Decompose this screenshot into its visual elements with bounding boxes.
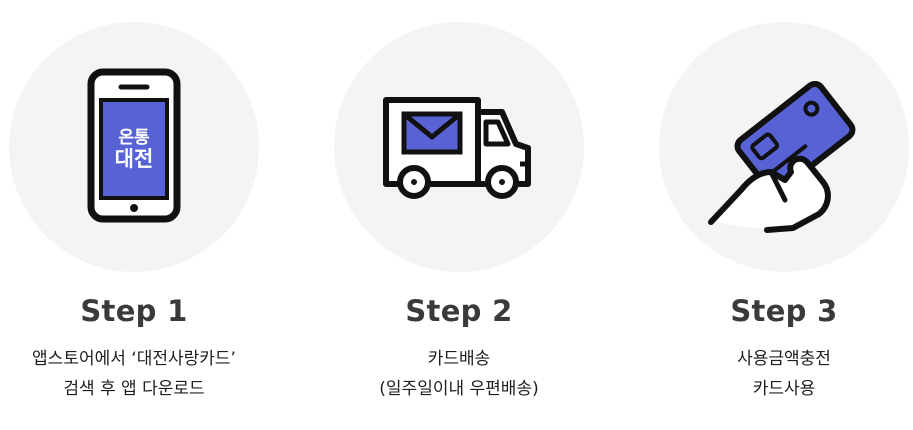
step-2-desc-line-2: (일주일이내 우편배송) xyxy=(379,379,539,399)
app-logo-text-2: 대전 xyxy=(115,147,154,171)
step-2: Step 2 카드배송 (일주일이내 우편배송) xyxy=(309,0,609,430)
step-2-description: 카드배송 (일주일이내 우편배송) xyxy=(309,344,609,404)
step-2-icon-circle xyxy=(334,22,584,272)
step-3-icon-circle xyxy=(659,22,909,272)
step-1-description: 앱스토어에서 ‘대전사랑카드’ 검색 후 앱 다운로드 xyxy=(0,344,284,404)
step-1-desc-line-1: 앱스토어에서 ‘대전사랑카드’ xyxy=(32,349,236,369)
hand-card-icon xyxy=(708,80,856,233)
step-2-title: Step 2 xyxy=(405,294,513,328)
step-1-icon-circle: 온통 대전 xyxy=(9,22,259,272)
step-3-title: Step 3 xyxy=(730,294,838,328)
step-2-desc-line-1: 카드배송 xyxy=(427,349,491,369)
delivery-truck-icon xyxy=(383,97,531,199)
step-3-description: 사용금액충전 카드사용 xyxy=(634,344,913,404)
step-3-desc-line-2: 카드사용 xyxy=(752,379,816,399)
step-3: Step 3 사용금액충전 카드사용 xyxy=(634,0,913,430)
step-1-title: Step 1 xyxy=(80,294,188,328)
step-3-desc-line-1: 사용금액충전 xyxy=(737,349,831,369)
step-1-desc-line-2: 검색 후 앱 다운로드 xyxy=(63,379,205,399)
step-1: 온통 대전 Step 1 앱스토어에서 ‘대전사랑카드’ 검색 후 앱 다운로드 xyxy=(0,0,284,430)
smartphone-app-icon: 온통 대전 xyxy=(87,68,181,223)
app-logo-text-1: 온통 xyxy=(118,128,150,148)
